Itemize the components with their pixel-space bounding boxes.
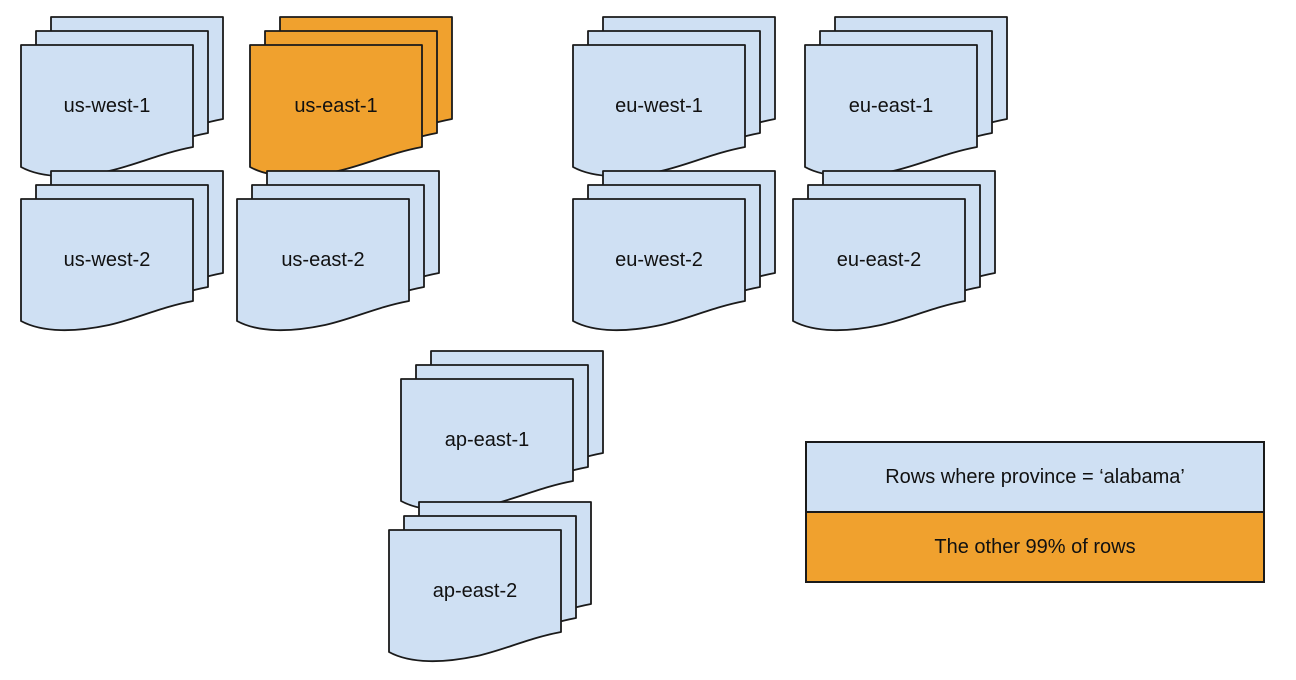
document-stack-graphic: us-west-2	[20, 170, 224, 332]
document-stack-graphic: ap-east-1	[400, 350, 604, 512]
region-label: eu-east-1	[849, 95, 934, 117]
region-stack-us-west-1: us-west-1	[20, 16, 226, 180]
document-sheet-front	[572, 198, 746, 332]
legend-item-label: The other 99% of rows	[934, 535, 1136, 558]
document-stack-graphic: eu-west-1	[572, 16, 776, 178]
legend-item-label: Rows where province = ‘alabama’	[885, 465, 1185, 488]
region-label: us-west-2	[64, 249, 151, 271]
region-label: eu-east-2	[837, 249, 922, 271]
region-label: ap-east-2	[433, 580, 518, 602]
document-stack-graphic: us-west-1	[20, 16, 224, 178]
legend-item-alabama-rows: Rows where province = ‘alabama’	[807, 443, 1263, 513]
document-stack-graphic: ap-east-2	[388, 501, 592, 663]
region-label: ap-east-1	[445, 429, 530, 451]
document-sheet-front	[792, 198, 966, 332]
region-stack-eu-west-2: eu-west-2	[572, 170, 778, 334]
region-stack-ap-east-1: ap-east-1	[400, 350, 606, 514]
region-label: eu-west-2	[615, 249, 703, 271]
document-stack-graphic: us-east-2	[236, 170, 440, 332]
region-stack-us-east-2: us-east-2	[236, 170, 442, 334]
region-stack-eu-west-1: eu-west-1	[572, 16, 778, 180]
document-stack-graphic: eu-east-1	[804, 16, 1008, 178]
document-stack-graphic: eu-west-2	[572, 170, 776, 332]
region-stack-us-west-2: us-west-2	[20, 170, 226, 334]
region-stack-ap-east-2: ap-east-2	[388, 501, 594, 665]
region-label: eu-west-1	[615, 95, 703, 117]
document-sheet-front	[236, 198, 410, 332]
region-stack-eu-east-1: eu-east-1	[804, 16, 1010, 180]
document-stack-graphic: us-east-1	[249, 16, 453, 178]
region-label: us-east-1	[294, 95, 377, 117]
region-label: us-east-2	[281, 249, 364, 271]
region-stack-us-east-1: us-east-1	[249, 16, 455, 180]
legend-item-other-rows: The other 99% of rows	[807, 513, 1263, 581]
document-sheet-front	[20, 198, 194, 332]
legend: Rows where province = ‘alabama’ The othe…	[805, 441, 1265, 583]
document-sheet-front	[388, 529, 562, 663]
document-stack-graphic: eu-east-2	[792, 170, 996, 332]
region-stack-eu-east-2: eu-east-2	[792, 170, 998, 334]
region-label: us-west-1	[64, 95, 151, 117]
